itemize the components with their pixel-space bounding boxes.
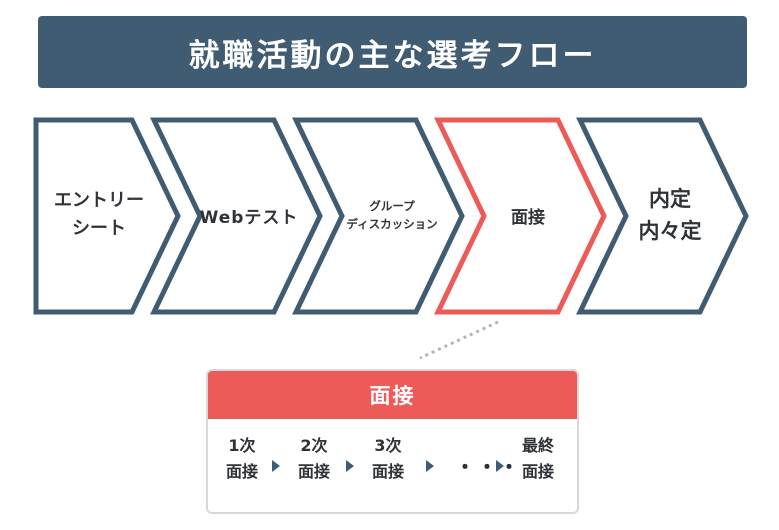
step-chevron-group-discussion <box>292 117 465 315</box>
step-label-line: エントリー <box>54 190 144 211</box>
step-label-line: シート <box>72 218 126 239</box>
step-label-line: グループ <box>369 199 415 213</box>
step-label-group-discussion: グループ ディスカッション <box>314 180 470 250</box>
round-label: 面接 <box>225 462 258 481</box>
ellipsis: ・・・ <box>455 455 521 479</box>
arrow-right-icon <box>346 460 354 472</box>
round-number: 最終 <box>521 436 554 455</box>
step-chevron-offer <box>576 117 749 315</box>
step-label-line: 内定 <box>649 187 691 211</box>
detail-header: 面接 <box>208 371 577 419</box>
round-label: 面接 <box>371 462 404 481</box>
round-number: 3次 <box>374 436 402 455</box>
round-number: 2次 <box>300 436 328 455</box>
connector-dotted-line <box>419 320 499 360</box>
arrow-right-icon <box>272 460 280 472</box>
page-title: 就職活動の主な選考フロー <box>188 37 597 74</box>
step-label-interview: 面接 <box>478 180 578 250</box>
step-label-line: 面接 <box>511 207 545 228</box>
step-chevron-interview <box>434 117 607 315</box>
round-label: 面接 <box>297 462 330 481</box>
round-label: 面接 <box>521 462 554 481</box>
interview-round-2: 2次 面接 <box>284 433 344 485</box>
step-label-offer: 内定 内々定 <box>614 172 726 258</box>
arrow-right-icon <box>426 460 434 472</box>
interview-detail-box: 面接 1次 面接 2次 面接 3次 面接 ・・・ 最終 面接 <box>206 369 579 514</box>
step-chevron-entry-sheet <box>33 117 181 315</box>
round-number: 1次 <box>228 436 256 455</box>
interview-final-round: 最終 面接 <box>508 433 568 485</box>
step-label-line: ディスカッション <box>346 217 438 231</box>
interview-round-3: 3次 面接 <box>358 433 418 485</box>
title-bar: 就職活動の主な選考フロー <box>38 16 747 88</box>
step-label-web-test: Webテスト <box>176 180 322 250</box>
interview-round-1: 1次 面接 <box>212 433 272 485</box>
step-label-line: Webテスト <box>199 207 299 228</box>
step-chevron-web-test <box>150 117 323 315</box>
step-label-line: 内々定 <box>638 219 702 243</box>
step-label-entry-sheet: エントリー シート <box>40 180 158 250</box>
arrow-right-icon <box>496 460 504 472</box>
